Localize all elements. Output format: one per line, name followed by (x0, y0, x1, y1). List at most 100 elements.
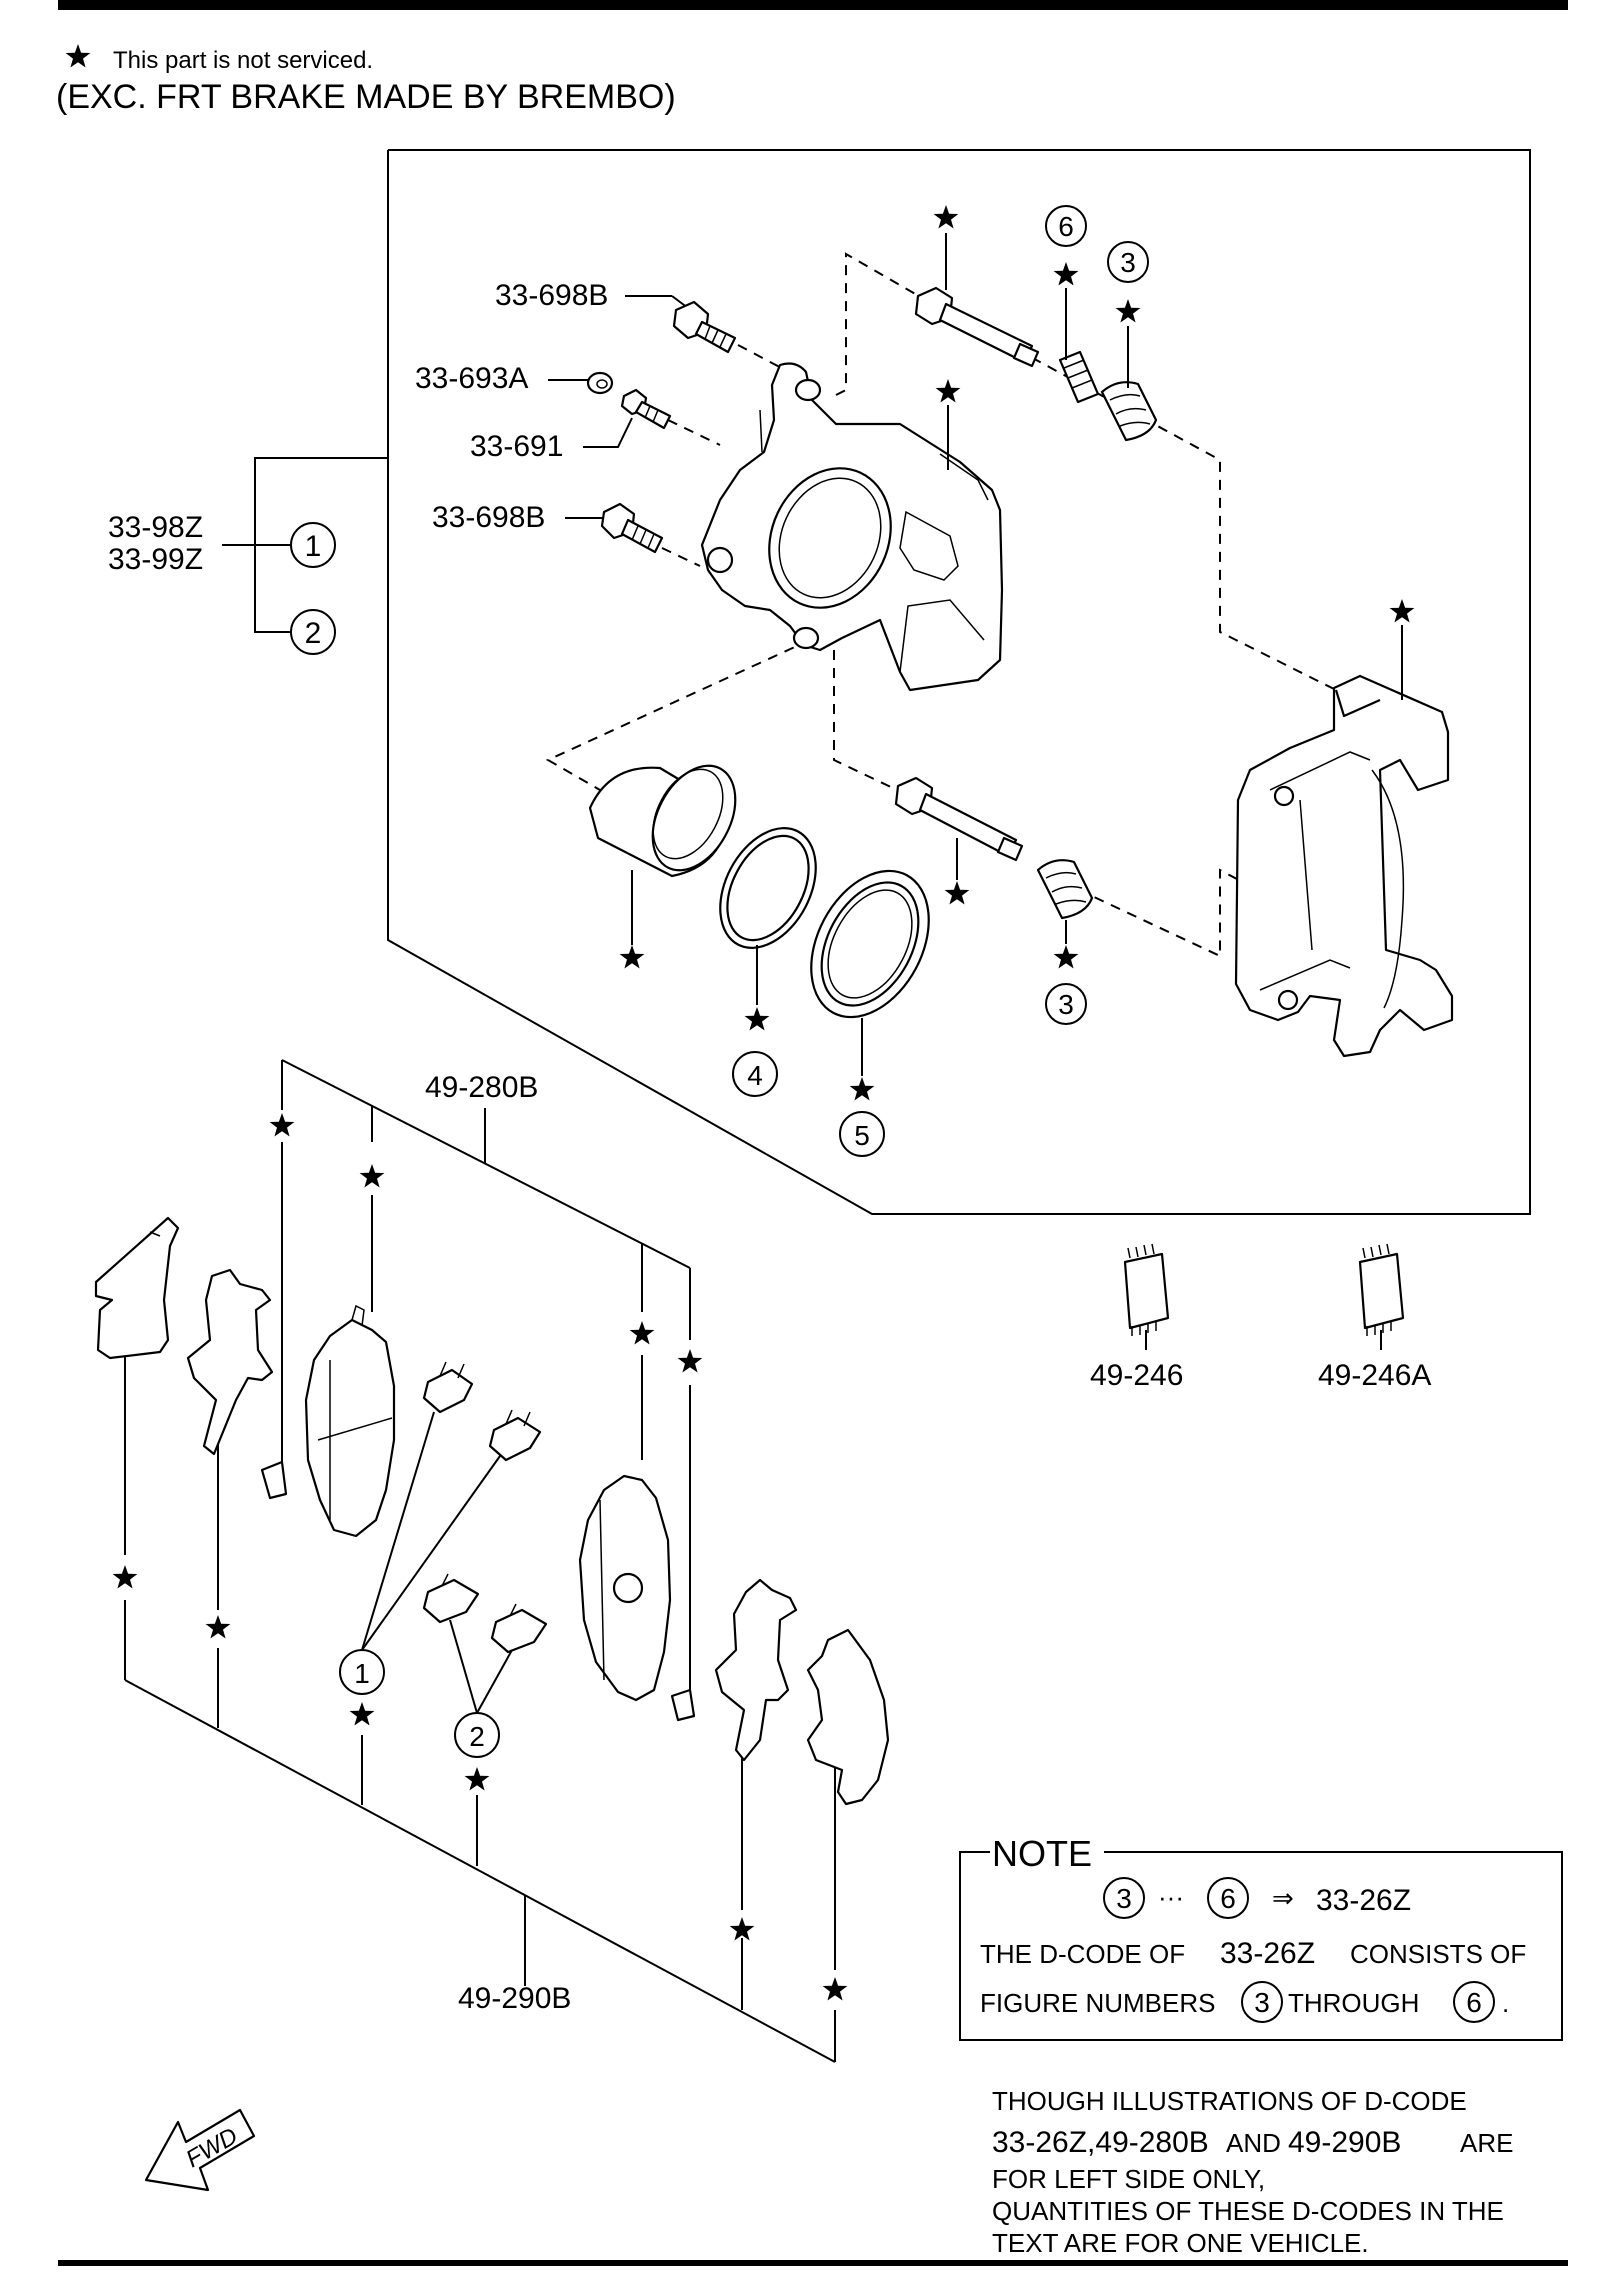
note-callout-6-circle (1207, 1877, 1249, 1919)
label-caliper-l: 33-98Z (108, 511, 203, 544)
shim-set-bracket (124, 1345, 836, 2063)
dash-bolt-lower (661, 547, 701, 567)
caliper-stars (619, 205, 1415, 1101)
bolt-lower-icon (600, 502, 664, 554)
note-line2-b: CONSISTS OF (1350, 1939, 1526, 1969)
callout-3-lower-circle (1045, 983, 1087, 1025)
callout-2b: 2 (469, 1721, 485, 1752)
star-icon (933, 205, 959, 229)
note-line3-n1: 3 (1254, 1987, 1270, 2018)
label-grease-2: 49-246A (1318, 1359, 1431, 1392)
outer-pad-icon (304, 1304, 396, 1538)
legend-text: This part is not serviced. (113, 47, 373, 74)
caliper-assembly-frame (387, 149, 1531, 1215)
dash-piston (545, 639, 811, 791)
star-icon (1115, 299, 1141, 323)
callout-1: 1 (305, 530, 322, 563)
note-line3-circle-3 (1241, 1981, 1283, 2023)
note-line3-circle-6 (1453, 1981, 1495, 2023)
callout-5: 5 (854, 1120, 870, 1151)
star-icon (744, 1007, 770, 1031)
bleeder-screw-icon (620, 388, 672, 430)
label-bolt-lower: 33-698B (432, 501, 545, 534)
wear-clip-left-icon (260, 1460, 288, 1500)
star-icon (112, 1565, 138, 1589)
footnote-line2-and: AND (1226, 2128, 1281, 2158)
label-caliper-r: 33-99Z (108, 543, 203, 576)
callout-3-upper: 3 (1120, 247, 1136, 278)
star-icon (629, 1321, 655, 1345)
callout-3-lower: 3 (1058, 989, 1074, 1020)
caliper-body-icon (700, 362, 1004, 692)
top-rule (58, 0, 1568, 10)
bleeder-cap-icon (586, 371, 614, 395)
callout-5-circle (839, 1111, 885, 1157)
inner-shim-right-icon (714, 1578, 798, 1762)
note-box (959, 1851, 1563, 2041)
note-callout-3: 3 (1116, 1883, 1132, 1914)
pad-clip-1-upper-icon (422, 1361, 474, 1414)
pad-clip-1-lower-icon (488, 1409, 542, 1462)
note-arrow: ⇒ (1272, 1883, 1294, 1913)
outer-shim-right-icon (806, 1628, 890, 1806)
pad-clip-2-lower-icon (490, 1603, 548, 1654)
dash-upper-pin (835, 252, 1381, 713)
subtitle: (EXC. FRT BRAKE MADE BY BREMBO) (56, 78, 676, 116)
star-icon (729, 1917, 755, 1941)
footnote-line3: FOR LEFT SIDE ONLY, (992, 2164, 1265, 2194)
slide-pin-upper-icon (914, 286, 1040, 368)
inner-pad-icon (578, 1474, 672, 1702)
star-icon (269, 1113, 295, 1137)
footnote-line2-codes: 33-26Z,49-280B (992, 2126, 1209, 2159)
pin-boot-3-lower-icon (1036, 859, 1094, 920)
callout-6: 6 (1058, 211, 1074, 242)
star-icon (677, 1349, 703, 1373)
dash-bolt-top (737, 344, 809, 383)
note-title: NOTE (992, 1833, 1092, 1874)
note-line3-a: FIGURE NUMBERS (980, 1988, 1215, 2018)
label-cap: 33-693A (415, 362, 528, 395)
note-dots: ··· (1158, 1882, 1184, 1912)
footnote-line1: THOUGH ILLUSTRATIONS OF D-CODE (992, 2086, 1467, 2116)
note-code-1: 33-26Z (1316, 1884, 1411, 1917)
leader-callout-2b-2 (476, 1649, 513, 1714)
grease-packet-2-icon (1358, 1243, 1405, 1350)
callout-6-circle (1045, 205, 1087, 247)
slide-pin-lower-icon (894, 776, 1024, 862)
callout-1b: 1 (354, 1658, 370, 1689)
star-icon (1053, 262, 1079, 286)
callout-4: 4 (747, 1060, 763, 1091)
note-callout-6: 6 (1220, 1883, 1236, 1914)
label-grease-1: 49-246 (1090, 1359, 1183, 1392)
star-icon (349, 1702, 375, 1726)
leader-bleeder (583, 417, 633, 448)
fwd-arrow-icon (144, 2108, 256, 2192)
note-callout-3-circle (1103, 1877, 1145, 1919)
label-pad-set: 49-280B (425, 1071, 538, 1104)
note-line3-n2: 6 (1466, 1987, 1482, 2018)
star-icon (849, 1077, 875, 1101)
legend-star-icon (65, 44, 91, 68)
pin-boot-3-upper-icon (1100, 381, 1158, 442)
star-icon (822, 1977, 848, 2001)
note-line2-code: 33-26Z (1220, 1937, 1315, 1970)
dust-boot-icon (810, 869, 930, 1019)
pad-stars (112, 1113, 848, 2001)
star-icon (205, 1615, 231, 1639)
piston-icon (588, 764, 737, 878)
star-icon (619, 945, 645, 969)
leader-callout-1b (361, 1411, 435, 1651)
label-shim-set: 49-290B (458, 1982, 571, 2015)
footnote-line5: TEXT ARE FOR ONE VEHICLE. (992, 2228, 1369, 2258)
star-icon (359, 1164, 385, 1188)
footnote-line2-code: 49-290B (1288, 2126, 1401, 2159)
callout-4-circle (732, 1051, 778, 1097)
pad-set-bracket (281, 1059, 691, 1700)
leader-callout-1b-2 (361, 1455, 501, 1651)
note-line3-b: THROUGH (1288, 1988, 1419, 2018)
footnote-line2-are: ARE (1460, 2128, 1513, 2158)
callout-3-upper-circle (1107, 241, 1149, 283)
dash-lower-boot (1061, 868, 1251, 958)
star-icon (944, 881, 970, 905)
